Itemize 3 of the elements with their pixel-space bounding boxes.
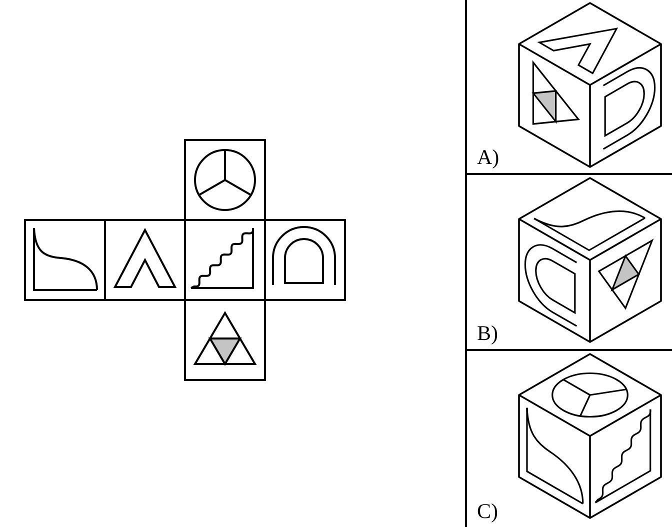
option-label: A) [477, 147, 500, 168]
option-label: B) [477, 323, 498, 344]
option-label: C) [477, 501, 498, 522]
